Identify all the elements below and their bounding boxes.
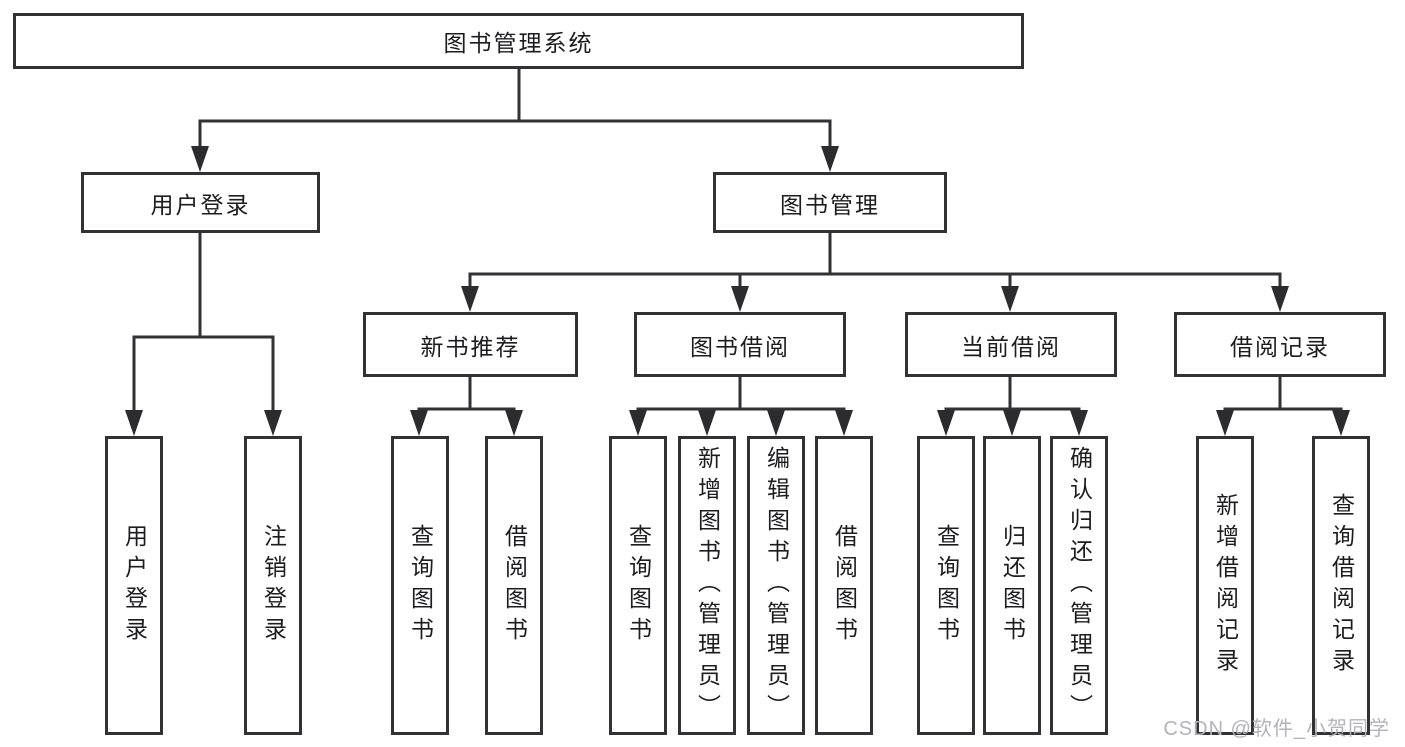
node-library-management-system: 图书管理系统	[13, 13, 1024, 69]
node-label: 图书管理系统	[443, 30, 594, 56]
node-label: 查询图书	[933, 523, 960, 648]
leaf-logout: 注销登录	[244, 436, 302, 735]
node-label: 图书借阅	[690, 333, 790, 360]
leaf-confirm-return-admin: 确认归还（管理员）	[1050, 436, 1108, 735]
node-label: 图书管理	[780, 191, 880, 218]
leaf-query-books-current: 查询图书	[917, 436, 975, 735]
leaf-return-book: 归还图书	[983, 436, 1041, 735]
leaf-query-books-recommend: 查询图书	[391, 436, 449, 735]
leaf-borrow-books-recommend: 借阅图书	[485, 436, 543, 735]
node-label: 归还图书	[999, 523, 1026, 648]
node-label: 确认归还（管理员）	[1066, 446, 1093, 725]
node-label: 借阅图书	[501, 523, 528, 648]
leaf-borrow-books-borrowing: 借阅图书	[815, 436, 873, 735]
node-book-borrowing: 图书借阅	[634, 312, 846, 377]
node-label: 新增借阅记录	[1212, 492, 1239, 679]
leaf-edit-book-admin: 编辑图书（管理员）	[747, 436, 805, 735]
node-label: 新书推荐	[420, 333, 521, 360]
node-label: 编辑图书（管理员）	[763, 446, 790, 725]
node-current-borrowing: 当前借阅	[905, 312, 1117, 377]
node-label: 注销登录	[260, 523, 287, 648]
node-label: 用户登录	[150, 191, 251, 218]
node-label: 查询借阅记录	[1328, 492, 1355, 679]
leaf-query-books-borrowing: 查询图书	[609, 436, 667, 735]
node-label: 当前借阅	[961, 333, 1061, 360]
node-label: 查询图书	[625, 523, 652, 648]
node-book-management: 图书管理	[713, 172, 947, 233]
leaf-add-borrow-record: 新增借阅记录	[1196, 436, 1254, 735]
node-label: 新增图书（管理员）	[694, 446, 721, 725]
node-label: 借阅图书	[831, 523, 858, 648]
node-label: 查询图书	[407, 523, 434, 648]
node-new-book-recommendation: 新书推荐	[363, 312, 578, 377]
node-label: 借阅记录	[1230, 333, 1330, 360]
node-borrowing-records: 借阅记录	[1174, 312, 1386, 377]
leaf-user-login: 用户登录	[105, 436, 163, 735]
leaf-add-book-admin: 新增图书（管理员）	[678, 436, 736, 735]
node-label: 用户登录	[121, 523, 148, 648]
leaf-query-borrow-record: 查询借阅记录	[1312, 436, 1370, 735]
node-user-login-group: 用户登录	[81, 172, 320, 233]
